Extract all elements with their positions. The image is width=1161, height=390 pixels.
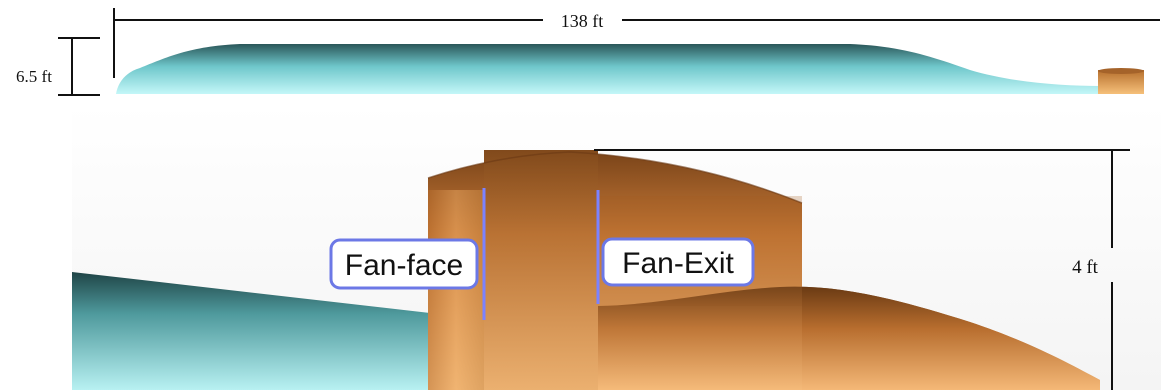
hull-overview [116,44,1100,94]
hull-section [72,272,430,390]
fan-face-label: Fan-face [345,249,463,282]
aft-body-front [598,286,1100,390]
duct-shroud-shadow [428,190,484,390]
fan-pylon-glow [484,150,598,390]
fan-exit-label-box: Fan-Exit [601,237,755,287]
duct-top-edge [427,151,803,204]
detail-view: Fan-face Fan-Exit 4 ft [72,104,1161,390]
height-dimension-label: 6.5 ft [16,67,52,86]
length-dimension-label: 138 ft [561,11,604,31]
fan-face-label-box: Fan-face [329,238,479,290]
fan-exit-label: Fan-Exit [622,247,734,280]
overview-view: 138 ft 6.5 ft [16,8,1160,96]
tail-fan-overview-cap [1098,68,1144,74]
detail-height-label: 4 ft [1072,257,1099,278]
